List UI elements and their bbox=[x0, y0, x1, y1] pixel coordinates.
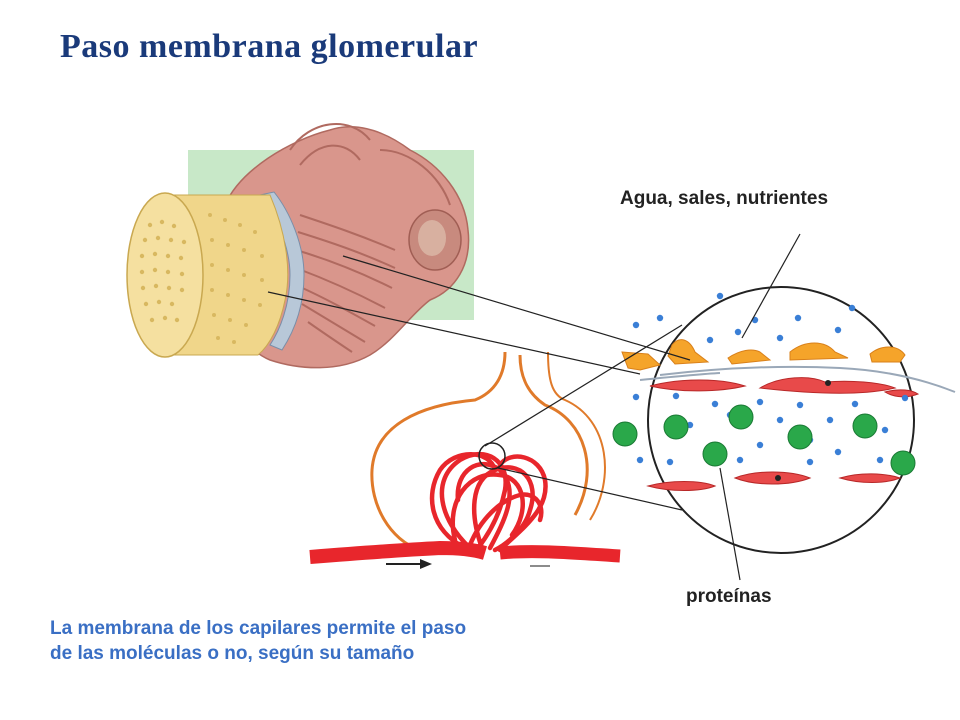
glomerulus-illustration bbox=[309, 351, 621, 569]
connector-lines bbox=[267, 233, 801, 581]
page-title: Paso membrana glomerular bbox=[60, 28, 479, 65]
water-salts-label: Agua, sales, nutrientes bbox=[620, 188, 829, 209]
magnified-membrane-circle bbox=[612, 286, 956, 554]
flow-arrow bbox=[386, 559, 432, 569]
capillary-tube-illustration bbox=[126, 123, 474, 369]
caption-line-1: La membrana de los capilares permite el … bbox=[50, 618, 467, 639]
caption-line-2: de las moléculas o no, según su tamaño bbox=[50, 643, 415, 664]
caption: La membrana de los capilares permite el … bbox=[50, 616, 610, 666]
proteins-label: proteínas bbox=[686, 586, 772, 607]
